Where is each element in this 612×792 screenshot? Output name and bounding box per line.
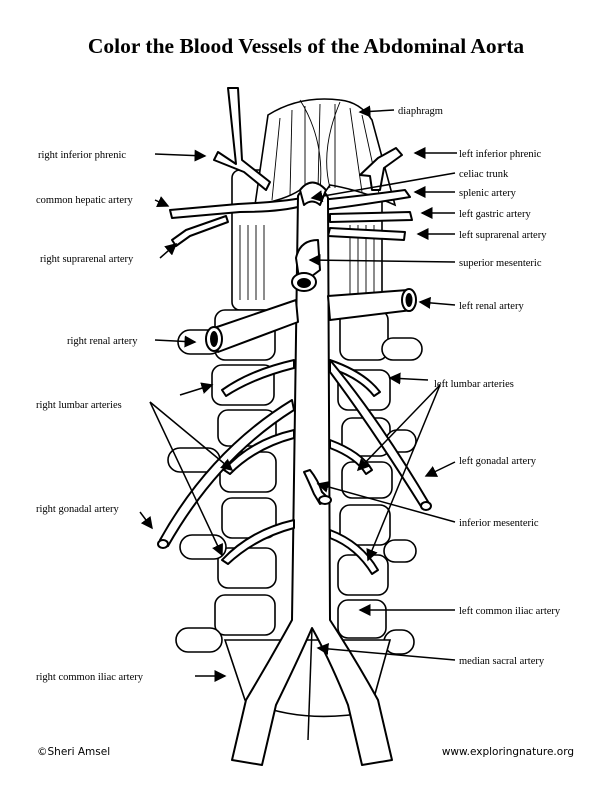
label-left-renal-artery: left renal artery xyxy=(459,301,524,312)
diaphragm-muscle xyxy=(254,98,397,207)
page-title: Color the Blood Vessels of the Abdominal… xyxy=(87,34,525,58)
label-left-gonadal-artery: left gonadal artery xyxy=(459,456,537,467)
label-right-common-iliac-artery: right common iliac artery xyxy=(36,672,144,683)
common-hepatic-artery xyxy=(169,197,303,219)
left-renal-artery xyxy=(327,289,413,321)
celiac-trunk xyxy=(299,181,327,206)
label-left-suprarenal-artery: left suprarenal artery xyxy=(459,230,547,241)
label-superior-mesenteric: superior mesenteric xyxy=(459,258,542,269)
label-left-inferior-phrenic: left inferior phrenic xyxy=(459,149,542,160)
left-inferior-phrenic-artery xyxy=(359,147,403,191)
label-left-common-iliac-artery: left common iliac artery xyxy=(459,606,561,617)
website-text: www.exploringnature.org xyxy=(441,746,574,758)
label-right-lumbar-arteries: right lumbar arteries xyxy=(36,400,122,411)
labels: diaphragm right inferior phrenic left in… xyxy=(36,106,561,683)
right-suprarenal-artery xyxy=(171,215,229,247)
label-right-gonadal-artery: right gonadal artery xyxy=(36,504,120,515)
label-right-suprarenal-artery: right suprarenal artery xyxy=(40,254,134,265)
right-lumbar-arteries xyxy=(221,359,295,565)
label-right-inferior-phrenic: right inferior phrenic xyxy=(38,150,126,161)
label-common-hepatic-artery: common hepatic artery xyxy=(36,195,134,206)
credit-text: ©Sheri Amsel xyxy=(37,746,111,758)
median-sacral-artery xyxy=(307,627,313,741)
label-right-renal-artery: right renal artery xyxy=(67,336,138,347)
leader-lines xyxy=(139,105,457,682)
label-median-sacral-artery: median sacral artery xyxy=(459,656,545,667)
label-left-gastric-artery: left gastric artery xyxy=(459,209,531,220)
label-celiac-trunk: celiac trunk xyxy=(459,169,509,180)
right-inferior-phrenic-artery xyxy=(213,87,271,191)
label-left-lumbar-arteries: left lumbar arteries xyxy=(434,379,514,390)
splenic-artery xyxy=(319,189,411,211)
label-inferior-mesenteric: inferior mesenteric xyxy=(459,518,539,529)
label-splenic-artery: splenic artery xyxy=(459,188,517,199)
label-diaphragm: diaphragm xyxy=(398,106,443,117)
right-renal-artery xyxy=(213,299,299,353)
left-gastric-artery xyxy=(329,211,413,223)
